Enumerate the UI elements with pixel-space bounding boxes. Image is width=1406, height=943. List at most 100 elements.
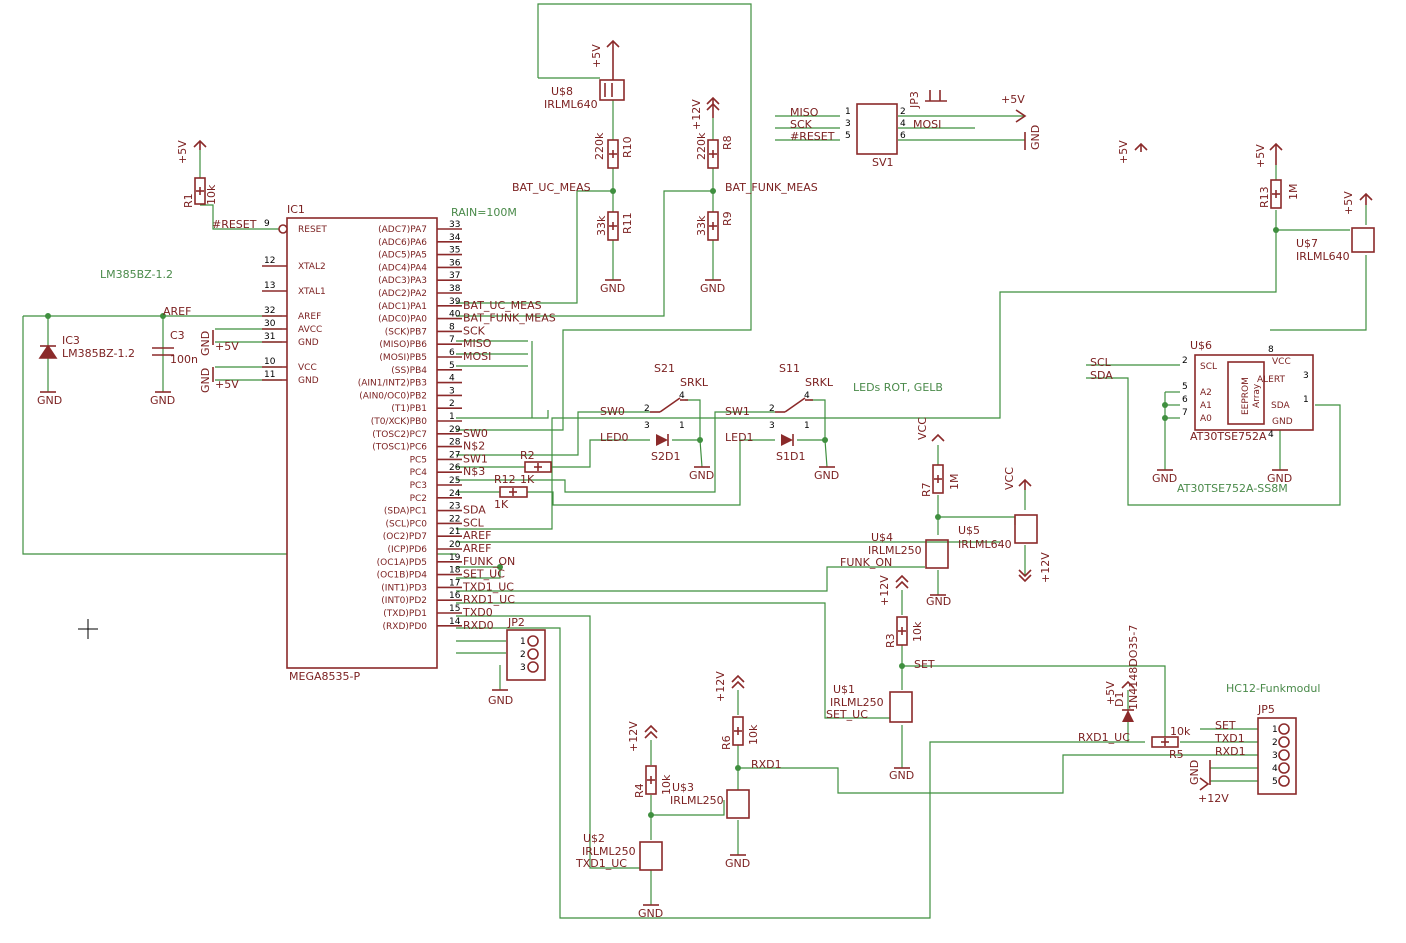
ic1-ref: IC1 <box>287 203 305 216</box>
ic1-pin-number: 6 <box>449 348 455 358</box>
ic1-pin-name: XTAL2 <box>298 262 326 272</box>
ic1-net-label: N$3 <box>463 465 485 478</box>
gnd-s11: GND <box>814 466 839 482</box>
ic1-pin-name: GND <box>298 376 319 386</box>
ic1-pin-number: 40 <box>449 310 461 320</box>
ic1-pin-number: 29 <box>449 425 461 435</box>
ic1-pin-number: 33 <box>449 220 460 230</box>
ic1-pin-number: 28 <box>449 438 461 448</box>
supply-5v-mid: +5V <box>1117 140 1148 164</box>
ic1-pin-name: (INT0)PD2 <box>381 596 427 606</box>
svg-text:GND: GND <box>1272 417 1293 427</box>
supply-5v-r13: +5V <box>1254 142 1283 168</box>
ic1-net-label: MOSI <box>463 350 491 363</box>
ic1-pin-number: 17 <box>449 578 460 588</box>
gnd-ic3: GND <box>37 391 62 407</box>
svg-text:+5V: +5V <box>590 44 603 68</box>
ic1-pin-name: (ICP)PD6 <box>388 545 428 555</box>
ic1-pin-number: 30 <box>264 319 276 329</box>
svg-text:U$8: U$8 <box>551 85 573 98</box>
ic1-net-label: TXD0 <box>462 606 493 619</box>
ic1-pin-name: GND <box>298 338 319 348</box>
ic1-net-label: N$2 <box>463 440 485 453</box>
svg-text:5: 5 <box>1182 382 1188 392</box>
ic1-pin-name: (ADC0)PA0 <box>378 315 427 325</box>
ic1-pin-number: 22 <box>449 514 460 524</box>
s21-switch: S21 SRKL 2 4 3 1 <box>644 362 709 431</box>
lm385-note: LM385BZ-1.2 <box>100 268 173 281</box>
ic1-pin-number: 3 <box>449 386 455 396</box>
ic1-pin-name: (AIN0/OC0)PB2 <box>359 391 427 401</box>
led0-net: LED0 <box>600 431 629 444</box>
svg-text:C3: C3 <box>170 329 185 342</box>
ic1-net-label: AREF <box>463 542 491 555</box>
svg-text:3: 3 <box>845 119 851 129</box>
u5-mosfet: U$5 IRLML640 <box>958 514 1038 551</box>
ic1-pin-number: 5 <box>449 361 455 371</box>
ic1-pin-name: (SDA)PC1 <box>384 507 427 517</box>
svg-text:+12V: +12V <box>1198 792 1229 805</box>
svg-text:GND: GND <box>926 595 951 608</box>
ic1-pin-number: 23 <box>449 502 460 512</box>
u1-mosfet: U$1 IRLML250 <box>830 683 913 723</box>
ic1-net-label: RXD1_UC <box>463 593 515 606</box>
ic1-pin-number: 20 <box>449 540 461 550</box>
svg-text:GND: GND <box>1188 760 1201 785</box>
svg-text:2: 2 <box>769 404 775 414</box>
svg-text:ALERT: ALERT <box>1257 375 1285 385</box>
gnd-jp2: GND <box>488 689 513 707</box>
supply-5v-jp3: +5V <box>1001 93 1027 123</box>
svg-text:1M: 1M <box>948 474 961 491</box>
ic1-net-label: SW1 <box>463 452 488 465</box>
svg-text:R1: R1 <box>182 193 195 208</box>
funk-on-net: FUNK_ON <box>840 556 892 569</box>
ic1-pin-name: AREF <box>298 312 321 322</box>
svg-text:R6: R6 <box>720 735 733 750</box>
svg-text:+12V: +12V <box>1039 552 1052 583</box>
r10-resistor: 220k R10 <box>593 132 634 169</box>
jp5-header: JP5 1 2 3 4 5 <box>1257 703 1297 795</box>
ic1-pin-name: (INT1)PD3 <box>381 583 427 593</box>
svg-text:7: 7 <box>1182 408 1188 418</box>
u4-mosfet: U$4 IRLML250 <box>868 531 949 569</box>
hc12-note: HC12-Funkmodul <box>1226 682 1320 695</box>
gnd-u2: GND <box>638 904 663 920</box>
svg-text:VCC: VCC <box>1003 467 1016 490</box>
ic1-pin-number: 9 <box>264 219 270 229</box>
svg-text:+5V: +5V <box>1254 144 1267 168</box>
ic1-pin-number: 19 <box>449 553 461 563</box>
ic1-pin-name: (SCL)PC0 <box>386 519 428 529</box>
r4-resistor: R4 10k <box>633 765 673 798</box>
supply-5v-r1: +5V <box>176 140 207 164</box>
ic1-pin-name: AVCC <box>298 325 322 335</box>
rxd1-net: RXD1 <box>751 758 782 771</box>
ic1-pin-number: 37 <box>449 271 460 281</box>
ic1-pin-name: (ADC6)PA6 <box>378 238 427 248</box>
gnd-jp5: GND +12V <box>1188 760 1229 805</box>
svg-text:1K: 1K <box>494 498 509 511</box>
svg-text:GND: GND <box>199 368 212 393</box>
svg-text:GND: GND <box>700 282 725 295</box>
ic1-pin-number: 18 <box>449 566 461 576</box>
r1-resistor: R1 10k <box>182 150 218 208</box>
svg-text:R10: R10 <box>621 136 634 158</box>
r9-resistor: 33k R9 <box>695 211 734 241</box>
gnd-u3: GND <box>725 854 750 870</box>
svg-text:S2D1: S2D1 <box>651 450 680 463</box>
svg-text:4: 4 <box>900 119 906 129</box>
svg-text:IRLML250: IRLML250 <box>830 696 884 709</box>
svg-text:S1D1: S1D1 <box>776 450 805 463</box>
svg-text:D1: D1 <box>1113 692 1126 707</box>
ic1-pin-number: 12 <box>264 256 275 266</box>
supply-vcc-u5: VCC <box>1003 467 1032 490</box>
ic1-pin-name: (TOSC2)PC7 <box>372 430 427 440</box>
svg-text:2: 2 <box>1182 356 1188 366</box>
svg-text:U$6: U$6 <box>1190 339 1212 352</box>
svg-text:3: 3 <box>769 421 775 431</box>
ic1-pin-name: (MOSI)PB5 <box>379 353 427 363</box>
svg-text:GND: GND <box>1152 472 1177 485</box>
set-jp5-net: SET <box>1215 719 1236 732</box>
supply-12v-r3: +12V <box>878 575 909 606</box>
ic1-pin-name: PC3 <box>410 481 427 491</box>
svg-text:+12V: +12V <box>714 671 727 702</box>
